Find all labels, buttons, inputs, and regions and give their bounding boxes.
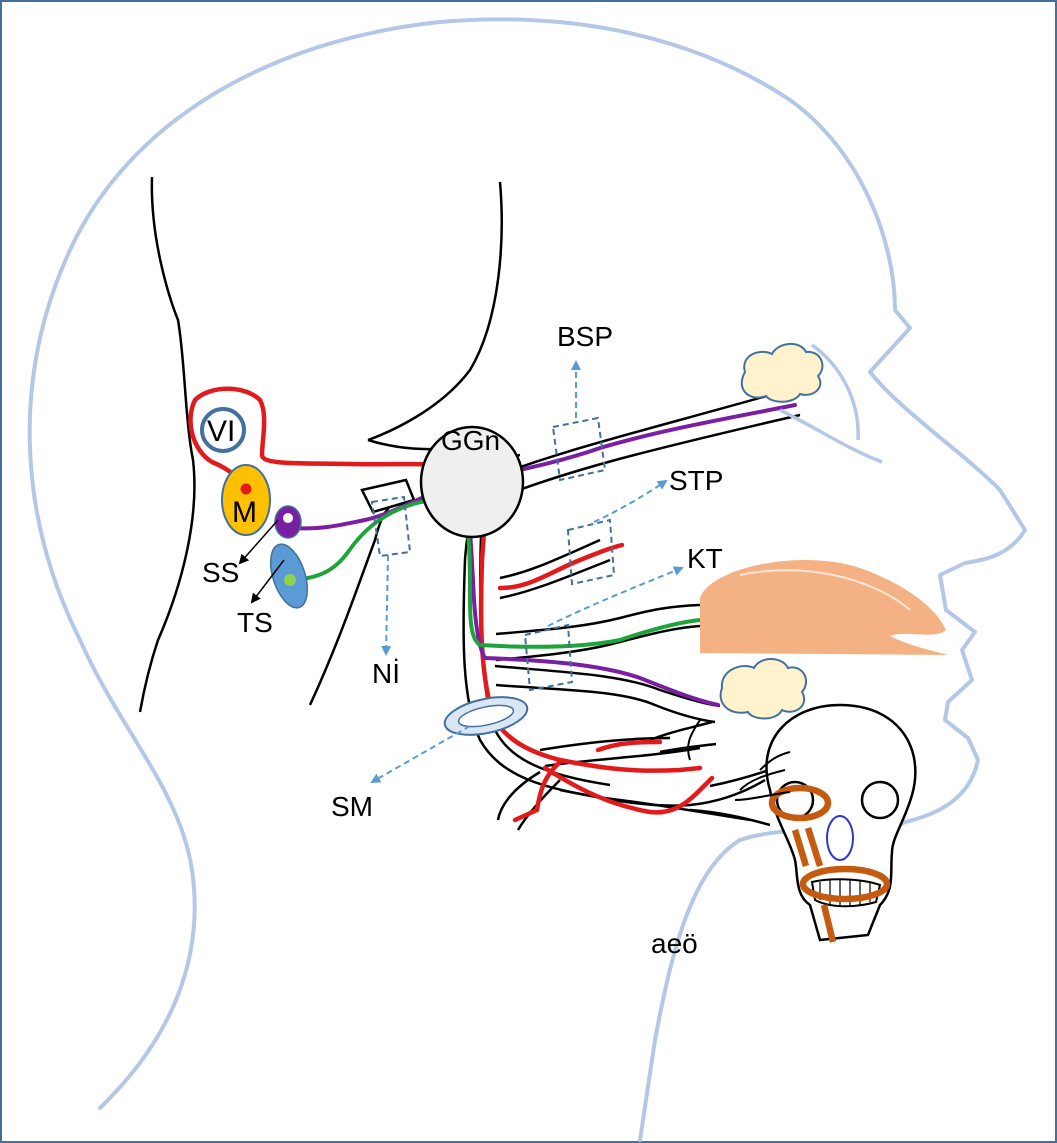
facial-muscles bbox=[768, 784, 891, 943]
kt-marker bbox=[523, 623, 574, 692]
tongue bbox=[700, 559, 948, 655]
label-ss: SS bbox=[202, 557, 240, 588]
ts-arrow bbox=[250, 559, 285, 604]
geniculate-ganglion bbox=[419, 425, 525, 539]
lacrimal-gland bbox=[740, 343, 824, 403]
label-aeo: aeö bbox=[651, 928, 698, 959]
label-vi: VI bbox=[207, 415, 236, 448]
brainstem-right-outline bbox=[367, 181, 503, 442]
label-bsp: BSP bbox=[557, 321, 614, 352]
ni-marker bbox=[370, 495, 412, 558]
facial-motor-nucleus-m bbox=[221, 464, 271, 536]
label-kt: KT bbox=[687, 543, 723, 574]
label-stp: STP bbox=[669, 465, 724, 496]
green-taste-fiber bbox=[291, 498, 702, 649]
nasal-bone-outline bbox=[779, 343, 883, 464]
orbicularis-oculi bbox=[768, 784, 832, 822]
orbicularis-oris bbox=[799, 865, 891, 903]
label-m: M bbox=[232, 496, 257, 529]
bsp-marker bbox=[551, 416, 607, 482]
stylomastoid-ring-inner bbox=[457, 704, 515, 728]
label-ts: TS bbox=[237, 607, 273, 638]
label-ni: Nİ bbox=[372, 658, 400, 689]
submandibular-gland bbox=[719, 658, 807, 720]
levator-muscle-right bbox=[804, 827, 824, 867]
peripheral-branches bbox=[687, 719, 791, 801]
stp-arrow bbox=[593, 479, 668, 523]
motor-nucleus-dot bbox=[240, 483, 252, 495]
ss-arrow bbox=[238, 519, 279, 565]
label-sm: SM bbox=[331, 791, 373, 822]
kt-arrow bbox=[547, 566, 684, 627]
abducens-nucleus-vi bbox=[200, 407, 246, 453]
solitary-nucleus-dot bbox=[284, 574, 296, 586]
label-ggn: GGn bbox=[441, 425, 501, 456]
mentalis-muscle bbox=[820, 904, 837, 943]
tongue-highlight bbox=[739, 569, 911, 611]
sm-arrow bbox=[370, 725, 471, 783]
skull bbox=[765, 703, 917, 942]
head-outline bbox=[27, 17, 1027, 1142]
ni-arrow bbox=[381, 554, 392, 656]
red-motor-fiber bbox=[188, 386, 715, 823]
levator-muscle-left bbox=[791, 829, 810, 867]
brainstem-left-outline bbox=[138, 176, 196, 713]
salivatory-nucleus-dot bbox=[283, 513, 293, 523]
